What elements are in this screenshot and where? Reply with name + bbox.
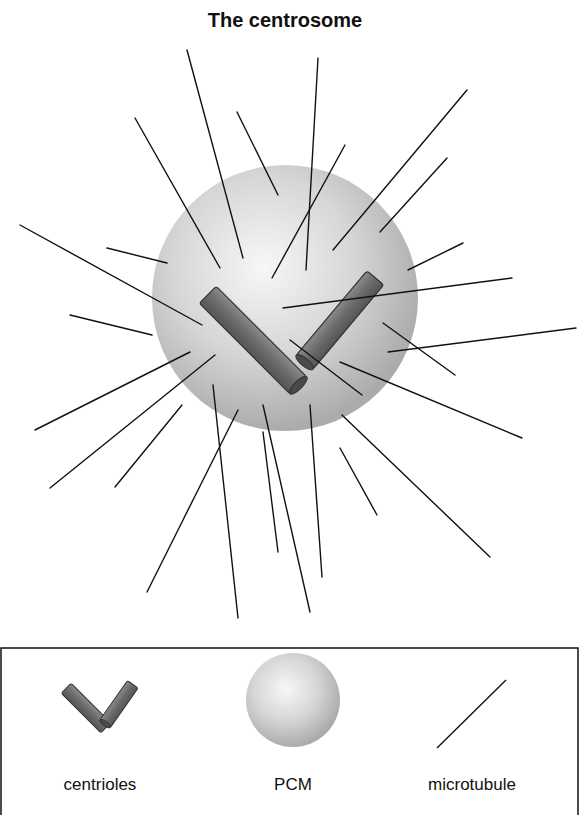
centrioles-icon [61, 681, 138, 733]
legend-label: PCM [274, 775, 312, 795]
microtubule-icon [437, 680, 506, 748]
diagram-title: The centrosome [208, 9, 362, 32]
pcm-sphere [152, 165, 418, 431]
microtubules [20, 50, 576, 618]
centriole-pair [199, 271, 384, 397]
legend-label: microtubule [428, 775, 516, 795]
legend-box [1, 648, 578, 815]
legend-label: centrioles [64, 775, 137, 795]
pcm-icon [246, 653, 340, 747]
